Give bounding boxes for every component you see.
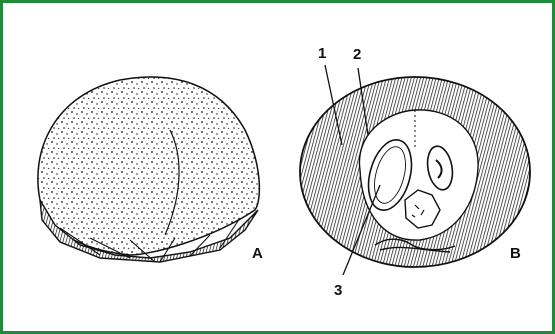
label-1: 1 (318, 45, 326, 62)
fruit-body (38, 77, 260, 255)
fruit-whole (38, 77, 260, 262)
label-3: 3 (334, 282, 342, 299)
label-2: 2 (353, 46, 361, 63)
label-b: B (510, 245, 521, 262)
fruit-section (300, 65, 530, 275)
label-a: A (252, 245, 263, 262)
